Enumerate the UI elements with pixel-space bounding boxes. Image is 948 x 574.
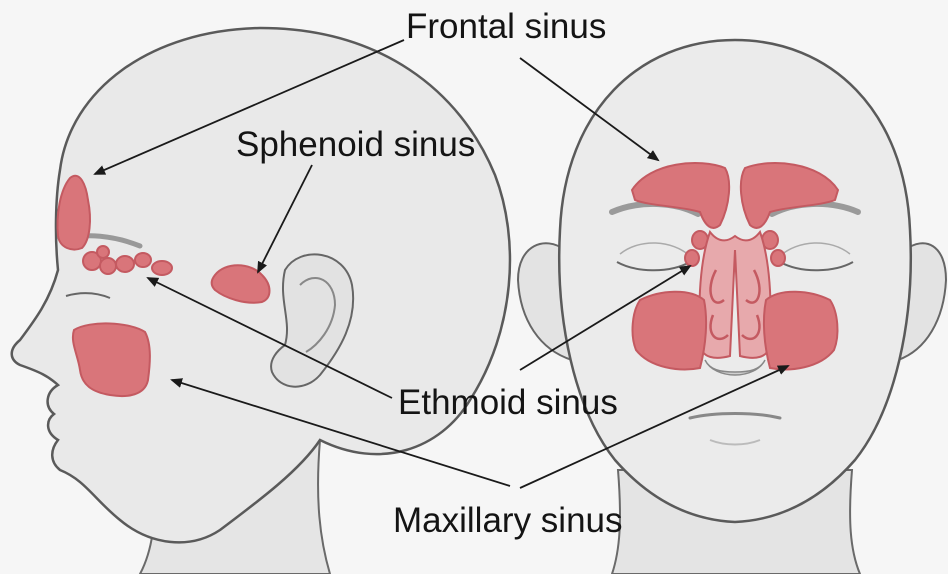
front-maxillary-sinus-left (633, 292, 707, 370)
label-maxillary-sinus: Maxillary sinus (393, 503, 623, 538)
side-view-head (12, 28, 510, 574)
front-maxillary-sinus-right (764, 292, 838, 370)
front-head-silhouette (559, 40, 911, 522)
front-view-head (518, 40, 946, 574)
label-ethmoid-sinus: Ethmoid sinus (398, 385, 618, 420)
label-frontal-sinus: Frontal sinus (406, 9, 606, 44)
label-sphenoid-sinus: Sphenoid sinus (236, 127, 475, 162)
